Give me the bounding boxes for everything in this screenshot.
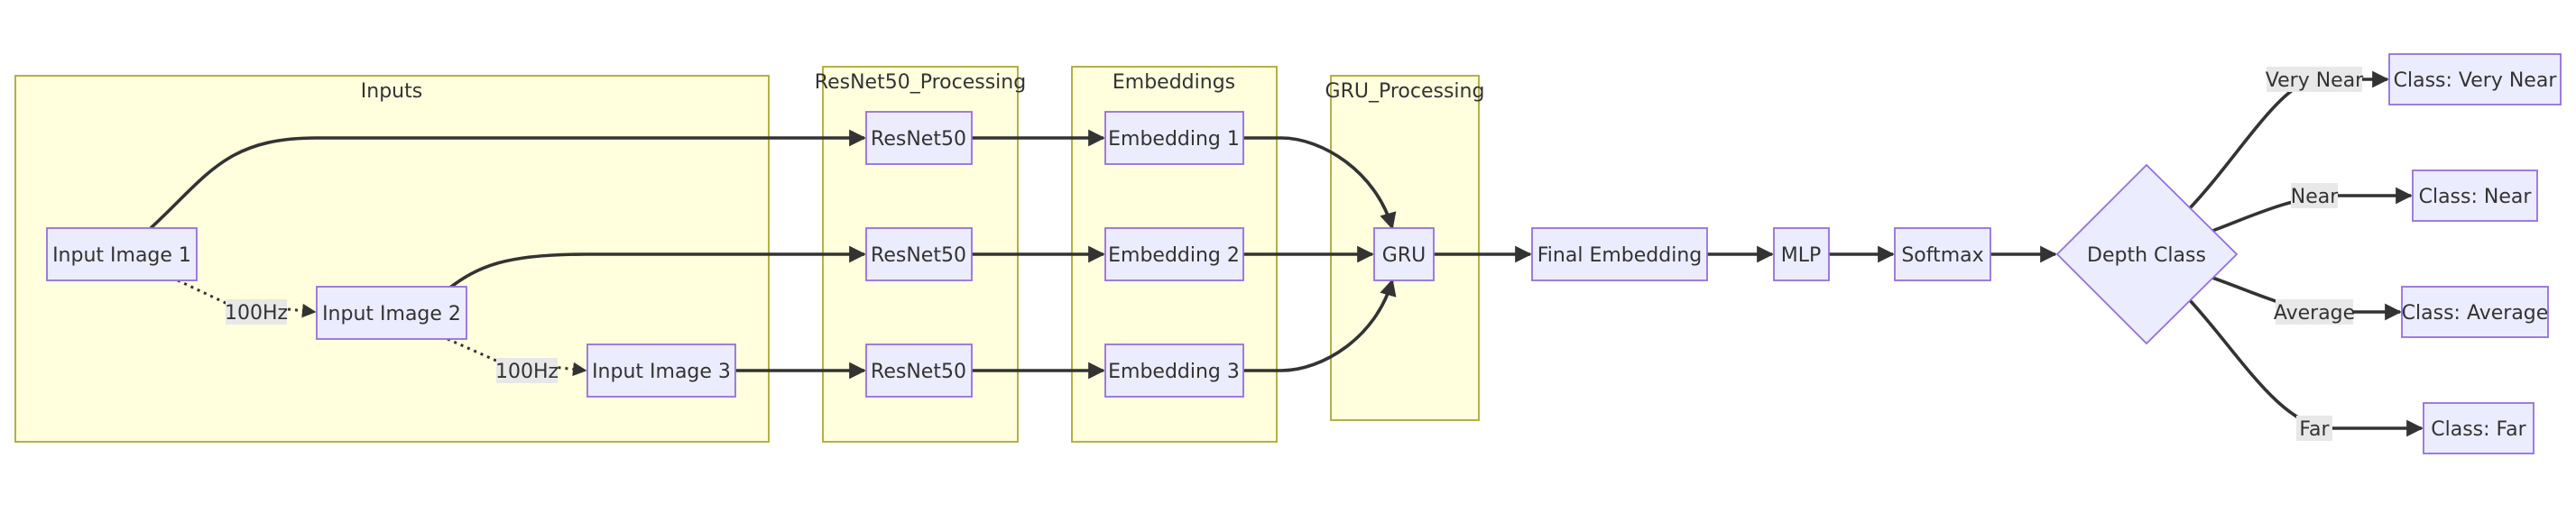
cluster-resnet-title: ResNet50_Processing [815,71,1026,94]
node-mlp: MLP [1773,227,1830,281]
node-resnet50-2: ResNet50 [865,227,973,281]
edge-label-average: Average [2274,299,2355,325]
node-input-image-3: Input Image 3 [586,344,736,398]
svg-text:100Hz: 100Hz [225,302,288,325]
edge-label-near: Near [2291,183,2339,208]
svg-text:Class: Far: Class: Far [2431,418,2526,441]
node-embedding-3: Embedding 3 [1104,344,1244,398]
svg-text:GRU: GRU [1382,244,1426,267]
edge-label-far: Far [2296,416,2332,441]
svg-text:Input Image 1: Input Image 1 [52,244,191,267]
svg-text:Final Embedding: Final Embedding [1537,244,1702,267]
svg-text:Class: Near: Class: Near [2419,186,2533,208]
node-depth-class: Depth Class [2055,163,2239,345]
svg-text:Average: Average [2274,302,2355,325]
node-resnet50-3: ResNet50 [865,344,973,398]
svg-text:Embedding 1: Embedding 1 [1108,128,1240,151]
svg-text:Embedding 3: Embedding 3 [1108,361,1240,383]
svg-text:Class: Very Near: Class: Very Near [2394,69,2558,92]
edge-emb1-gru [1243,136,1397,230]
svg-text:Input Image 2: Input Image 2 [322,303,461,325]
node-gru: GRU [1373,227,1435,281]
svg-text:100Hz: 100Hz [495,361,559,383]
node-class-average: Class: Average [2401,286,2549,338]
edge-emb3-gru [1243,279,1397,372]
svg-text:Softmax: Softmax [1901,244,1983,267]
svg-text:Near: Near [2291,186,2339,208]
svg-text:ResNet50: ResNet50 [871,244,966,267]
svg-text:Input Image 3: Input Image 3 [592,361,731,383]
node-embedding-2: Embedding 2 [1104,227,1244,281]
svg-text:ResNet50: ResNet50 [871,128,966,151]
edge-label-hz1: 100Hz [225,299,288,325]
svg-text:Class: Average: Class: Average [2402,302,2549,325]
cluster-gru-title: GRU_Processing [1325,80,1485,103]
node-softmax: Softmax [1894,227,1991,281]
node-input-image-1: Input Image 1 [46,227,198,281]
node-embedding-1: Embedding 1 [1104,111,1244,165]
node-class-very-near: Class: Very Near [2388,53,2562,105]
edge-label-very-near: Very Near [2266,67,2364,92]
svg-text:ResNet50: ResNet50 [871,361,966,383]
cluster-embeddings-title: Embeddings [1113,71,1235,94]
node-class-near: Class: Near [2412,169,2538,222]
edge-input2-resnet2 [446,245,866,291]
svg-text:Depth Class: Depth Class [2087,244,2206,267]
node-class-far: Class: Far [2423,402,2534,454]
svg-text:Very Near: Very Near [2266,69,2364,92]
node-resnet50-1: ResNet50 [865,111,973,165]
svg-text:Embedding 2: Embedding 2 [1108,244,1240,267]
node-input-image-2: Input Image 2 [316,286,467,340]
edge-input1-resnet1 [149,129,866,230]
node-final-embedding: Final Embedding [1531,227,1708,281]
svg-text:Far: Far [2299,418,2330,441]
edge-label-hz2: 100Hz [495,358,559,383]
cluster-inputs-title: Inputs [361,80,422,103]
edge-depth-very-near [2187,70,2389,211]
edge-labels: 100Hz 100Hz Very Near Near Average Far [225,67,2364,441]
svg-text:MLP: MLP [1781,244,1822,267]
